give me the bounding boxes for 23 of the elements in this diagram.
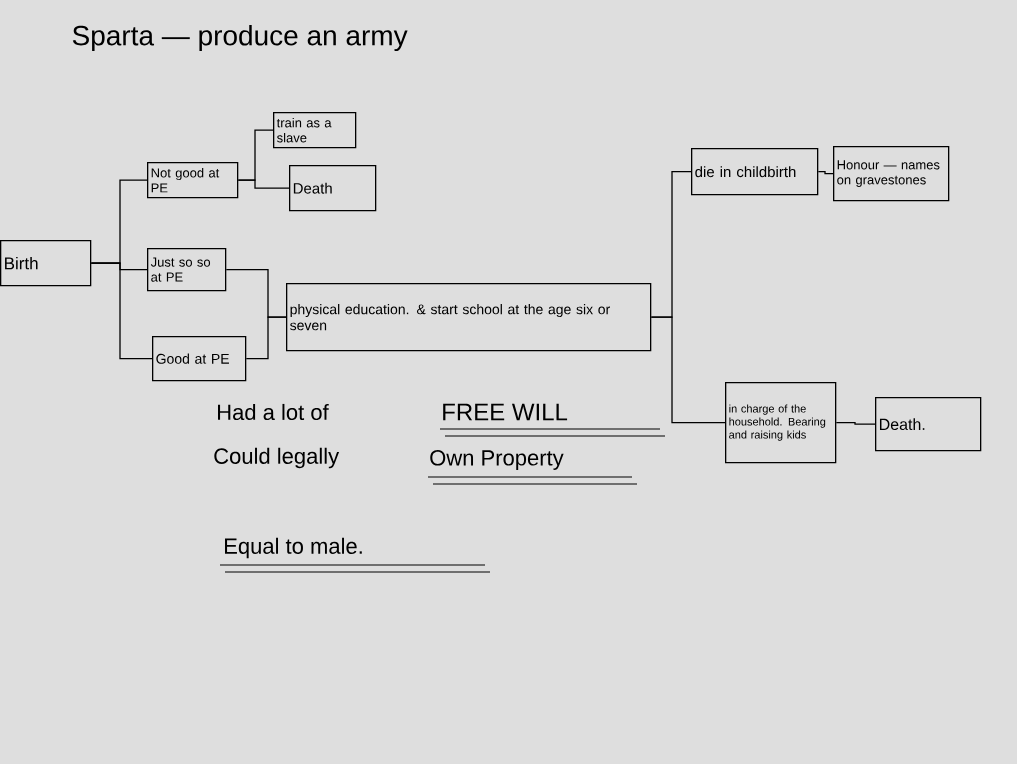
text-box: Death	[289, 165, 377, 212]
connector-line	[835, 422, 876, 425]
connector-line	[817, 171, 834, 175]
text-box: Honour — names on gravestones	[833, 146, 950, 202]
text-box: Not good at PE	[147, 162, 239, 199]
title: Sparta — produce an army	[72, 24, 408, 52]
text-box: Just so so at PE	[147, 248, 227, 292]
connector-line	[90, 262, 153, 360]
note-text: Could legally	[214, 447, 340, 469]
note-text: Own Property	[430, 450, 564, 470]
text-box: die in childbirth	[691, 148, 819, 196]
note-text: Equal to male.	[225, 537, 362, 559]
text-box: in charge of the household. Bearing and raising kids	[725, 382, 837, 464]
text-box: Good at PE	[152, 336, 247, 382]
text-box: train as a slave	[273, 112, 357, 149]
text-box: physical education. & start school at the age six or seven	[286, 283, 652, 352]
connector-line	[650, 316, 726, 424]
note-text: FREE WILL	[443, 403, 568, 421]
note-text: Had a lot of	[218, 403, 329, 421]
text-box: Death.	[875, 397, 982, 452]
connector-line	[237, 179, 290, 189]
connector-line	[245, 316, 287, 360]
text-box: Birth	[0, 240, 92, 287]
